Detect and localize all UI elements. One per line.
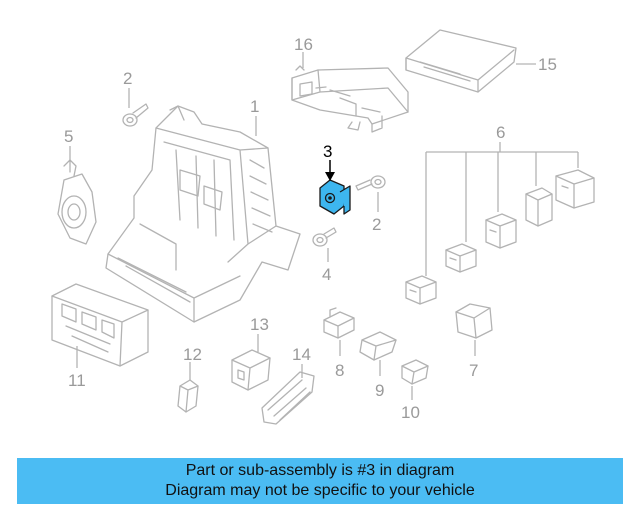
callout-9[interactable]: 9: [375, 381, 384, 400]
part-6-relay-connectors[interactable]: [405, 169, 595, 305]
part-2-bolt-upper[interactable]: [122, 103, 149, 127]
part-1-junction-block[interactable]: [105, 105, 301, 323]
leader-6: [425, 142, 579, 276]
part-4-bolt[interactable]: [312, 227, 337, 247]
callout-15[interactable]: 15: [538, 55, 557, 74]
part-12-fuse[interactable]: [177, 379, 199, 413]
callout-14[interactable]: 14: [292, 345, 311, 364]
part-5-speaker[interactable]: [57, 159, 97, 245]
banner-line-part-number: Part or sub-assembly is #3 in diagram: [185, 462, 455, 479]
callout-6[interactable]: 6: [496, 123, 505, 142]
callout-7[interactable]: 7: [469, 361, 478, 380]
callout-16[interactable]: 16: [294, 35, 313, 54]
part-8-connector[interactable]: [323, 307, 355, 339]
callout-5[interactable]: 5: [64, 127, 73, 146]
info-banner: Part or sub-assembly is #3 in diagram Di…: [17, 458, 623, 504]
part-14-fuse-puller[interactable]: [261, 371, 315, 425]
part-13-relay[interactable]: [231, 349, 271, 391]
callout-3[interactable]: 3: [323, 142, 332, 161]
callout-13[interactable]: 13: [250, 315, 269, 334]
part-16-module[interactable]: [291, 65, 409, 133]
callout-8[interactable]: 8: [335, 361, 344, 380]
callout-10[interactable]: 10: [401, 403, 420, 422]
callout-12[interactable]: 12: [183, 345, 202, 364]
part-15-control-module[interactable]: [405, 29, 517, 93]
part-7-relay[interactable]: [455, 303, 493, 339]
parts-diagram: 16 15 2 5 1 3: [51, 29, 595, 425]
part-11-fuse-box[interactable]: [51, 283, 149, 367]
banner-line-disclaimer: Diagram may not be specific to your vehi…: [165, 482, 475, 499]
arrow-3-icon: [325, 172, 335, 181]
callout-1[interactable]: 1: [250, 97, 259, 116]
part-10-fuse[interactable]: [401, 359, 429, 385]
callout-4[interactable]: 4: [322, 265, 331, 284]
part-3-bracket[interactable]: [319, 179, 351, 215]
part-9-clip[interactable]: [359, 331, 397, 361]
callout-2-right[interactable]: 2: [372, 215, 381, 234]
callout-11[interactable]: 11: [68, 371, 86, 390]
callout-2-upper[interactable]: 2: [123, 69, 132, 88]
part-2-screw-right[interactable]: [355, 175, 386, 191]
